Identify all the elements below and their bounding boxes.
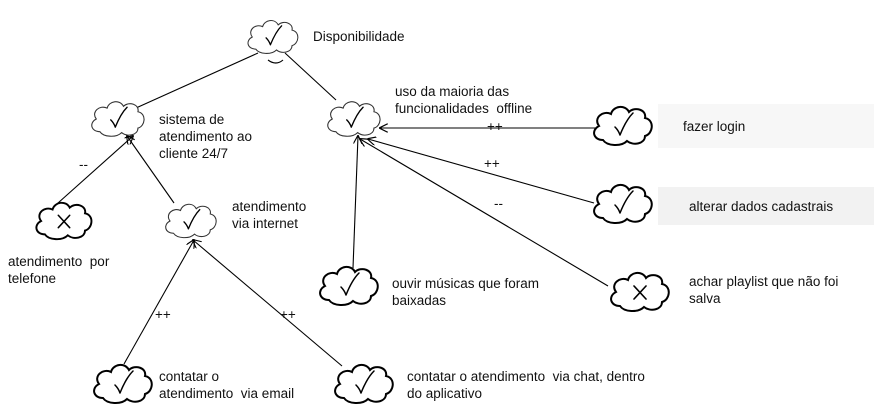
label-alterar-dados: alterar dados cadastrais	[689, 199, 834, 214]
link-chat-internet	[193, 240, 343, 367]
link-internet-sistema	[127, 136, 175, 204]
node-atendimento-telefone[interactable]	[35, 201, 93, 241]
label-contatar-chat: contatar o atendimento via chat, dentro …	[407, 369, 645, 401]
and-arc	[267, 59, 284, 64]
contribution-label: ++	[487, 119, 503, 134]
label-ouvir-musicas: ouvir músicas que foram baixadas	[392, 276, 540, 308]
label-highlight	[658, 187, 874, 225]
node-fazer-login[interactable]	[593, 105, 653, 147]
label-atendimento-internet: atendimento via internet	[232, 199, 307, 231]
link-telefone-sistema	[57, 136, 133, 204]
contribution-label: ++	[280, 307, 296, 322]
contribution-links	[57, 128, 609, 367]
label-highlight	[658, 104, 874, 148]
label-achar-playlist: achar playlist que não foi salva	[689, 274, 839, 306]
node-ouvir-musicas[interactable]	[319, 265, 379, 307]
contribution-label: ++	[484, 156, 500, 171]
node-sistema-atendimento[interactable]	[91, 101, 145, 137]
node-disponibilidade[interactable]	[247, 19, 299, 54]
node-atendimento-internet[interactable]	[165, 203, 217, 239]
label-atendimento-telefone: atendimento por telefone	[8, 254, 110, 286]
contribution-label: --	[79, 157, 88, 172]
decomposition-link	[135, 52, 259, 109]
node-contatar-email[interactable]	[93, 363, 153, 405]
node-uso-offline[interactable]	[327, 101, 381, 137]
link-ouvir-offline	[352, 136, 358, 269]
node-alterar-dados[interactable]	[593, 183, 653, 225]
label-uso-offline: uso da maioria das funcionalidades offli…	[395, 84, 533, 116]
contribution-label: --	[494, 196, 503, 211]
link-alterar-offline	[368, 139, 595, 204]
label-sistema-atendimento: sistema de atendimento ao cliente 24/7	[159, 112, 253, 161]
decomposition-links	[135, 52, 337, 109]
link-playlist-offline	[360, 139, 609, 287]
label-contatar-email: contatar o atendimento via email	[159, 369, 295, 401]
contribution-label: ++	[155, 307, 171, 322]
node-contatar-chat[interactable]	[334, 363, 394, 405]
decomposition-link	[284, 52, 337, 101]
label-fazer-login: fazer login	[683, 119, 746, 134]
label-disponibilidade: Disponibilidade	[313, 29, 405, 44]
link-email-internet	[123, 240, 194, 365]
node-achar-playlist[interactable]	[610, 271, 670, 313]
